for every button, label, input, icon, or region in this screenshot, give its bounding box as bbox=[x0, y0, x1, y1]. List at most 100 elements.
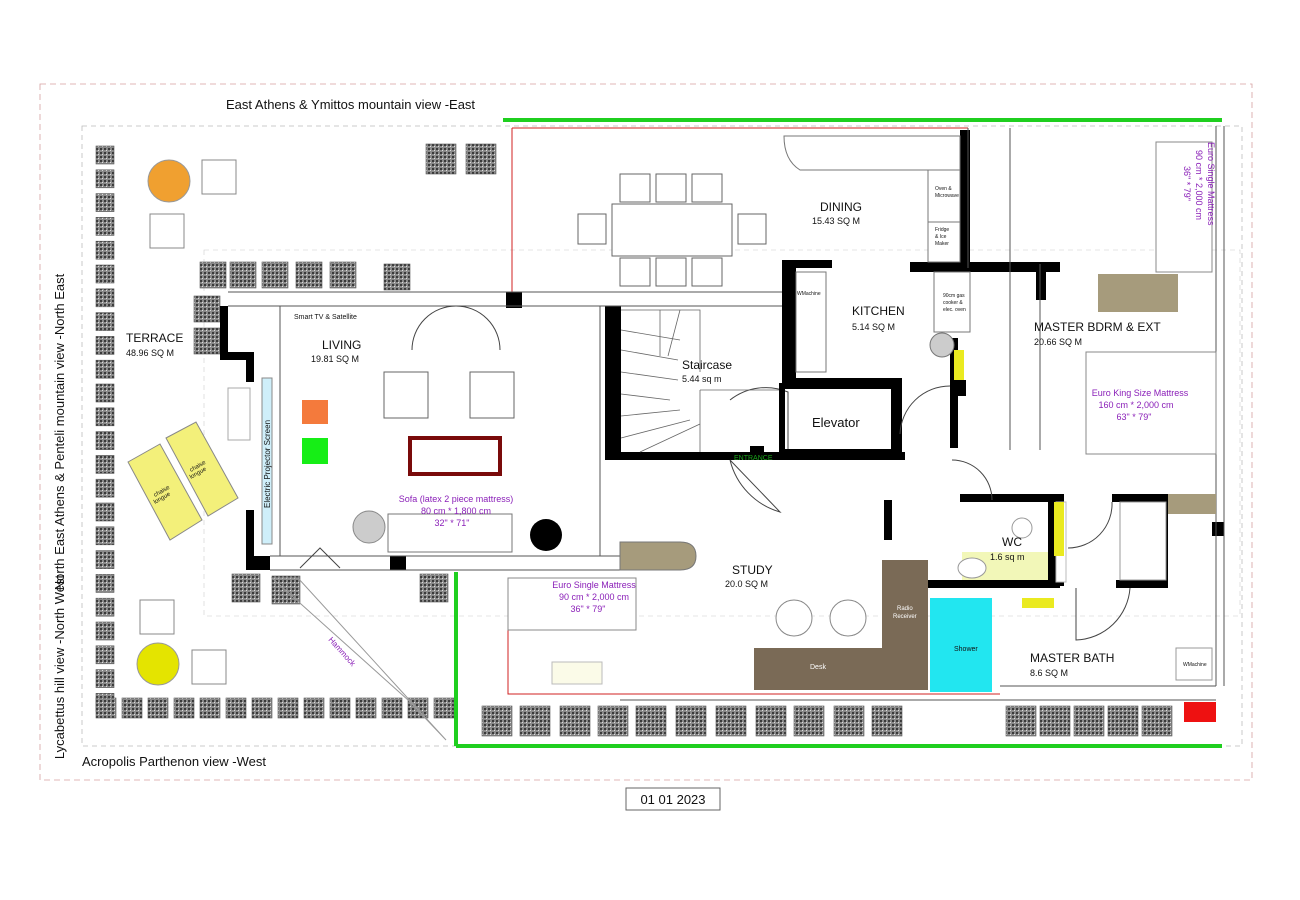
fridge-label-2: & Ice bbox=[935, 234, 947, 240]
room-elevator-name: Elevator bbox=[812, 415, 860, 430]
living-furniture bbox=[227, 371, 697, 571]
planter-pot bbox=[95, 359, 115, 379]
study-mattress-spec-1: Euro Single Mattress bbox=[552, 580, 636, 590]
planter-pot bbox=[231, 573, 261, 603]
planter-pot bbox=[481, 705, 513, 737]
view-east-label: East Athens & Ymittos mountain view -Eas… bbox=[226, 97, 475, 112]
planter-pot bbox=[383, 263, 411, 291]
planter-pot bbox=[407, 697, 429, 719]
study-mattress-spec-2: 90 cm * 2,000 cm bbox=[559, 592, 629, 602]
planter-pot bbox=[715, 705, 747, 737]
elevator-box bbox=[779, 383, 897, 455]
radio-label-1: Radio bbox=[897, 606, 913, 612]
planter-pot bbox=[381, 697, 403, 719]
planter-pot bbox=[277, 697, 299, 719]
room-living-name: LIVING bbox=[322, 338, 361, 352]
planter-pot bbox=[95, 550, 115, 569]
planter-pot bbox=[465, 143, 497, 175]
view-west-label: Acropolis Parthenon view -West bbox=[82, 754, 266, 769]
planter-pot bbox=[519, 705, 551, 737]
planter-pot bbox=[755, 705, 787, 737]
terrace-items bbox=[136, 159, 447, 741]
glass-railings bbox=[454, 118, 1222, 748]
planters-misc bbox=[193, 143, 497, 605]
planter-pot bbox=[95, 455, 115, 474]
planter-pot bbox=[121, 697, 143, 719]
king-mattress-spec-3: 63" * 79" bbox=[1117, 412, 1152, 422]
planter-pot bbox=[95, 597, 115, 617]
planter-pot bbox=[225, 697, 247, 719]
planter-pot bbox=[95, 431, 115, 450]
planter-pot bbox=[147, 697, 169, 719]
room-study-area: 20.0 SQ M bbox=[725, 579, 768, 589]
planter-pot bbox=[95, 145, 115, 165]
planter-pot bbox=[95, 336, 115, 355]
planter-pot bbox=[425, 143, 457, 175]
study-furniture bbox=[507, 560, 928, 690]
bedroom-furniture bbox=[1085, 141, 1217, 514]
planter-pot bbox=[95, 645, 115, 665]
planter-pot bbox=[675, 705, 707, 737]
top-mattress-spec-3: 36" * 79" bbox=[1182, 166, 1192, 201]
bath-fixtures bbox=[930, 350, 1216, 722]
room-dining-area: 15.43 SQ M bbox=[812, 216, 860, 226]
view-north-east-label: North East Athens & Penteli mountain vie… bbox=[52, 273, 67, 590]
planter-pot bbox=[251, 697, 273, 719]
room-staircase-area: 5.44 sq m bbox=[682, 374, 722, 384]
room-kitchen-name: KITCHEN bbox=[852, 304, 905, 318]
kitchen-wmachine-label: WMachine bbox=[797, 291, 821, 297]
planter-pot bbox=[295, 261, 323, 289]
date-label: 01 01 2023 bbox=[640, 792, 705, 807]
planter-pot bbox=[95, 240, 115, 260]
planter-pot bbox=[95, 288, 115, 308]
chaise-longues bbox=[127, 421, 239, 541]
planter-pot bbox=[1039, 705, 1071, 737]
planter-pot bbox=[559, 705, 591, 737]
planter-pot bbox=[1005, 705, 1037, 737]
planters-bottom bbox=[95, 697, 1173, 737]
room-kitchen-area: 5.14 SQ M bbox=[852, 322, 895, 332]
top-mattress-spec-2: 90 cm * 2,000 cm bbox=[1194, 150, 1204, 220]
shower-label: Shower bbox=[954, 646, 978, 653]
date-box bbox=[625, 787, 721, 811]
planter-pot bbox=[199, 261, 227, 289]
planter-pot bbox=[793, 705, 825, 737]
radio-label-2: Receiver bbox=[893, 614, 917, 620]
room-terrace-area: 48.96 SQ M bbox=[126, 348, 174, 358]
planter-pot bbox=[95, 669, 115, 688]
desk-label: Desk bbox=[810, 664, 826, 671]
cooker-label-3: elec. oven bbox=[943, 307, 966, 313]
door-swings bbox=[299, 305, 1131, 641]
room-study-name: STUDY bbox=[732, 563, 773, 577]
projector-label: Electric Projector Screen bbox=[263, 420, 272, 508]
planter-pot bbox=[329, 697, 351, 719]
room-master-bedroom-name: MASTER BDRM & EXT bbox=[1034, 320, 1161, 334]
king-mattress-spec-2: 160 cm * 2,000 cm bbox=[1098, 400, 1173, 410]
cooker-label-1: 90cm gas bbox=[943, 293, 965, 299]
planter-pot bbox=[95, 574, 115, 593]
room-wc-name: WC bbox=[1002, 535, 1022, 549]
roof-line bbox=[203, 249, 1241, 617]
planter-pot bbox=[597, 705, 629, 737]
room-dining-name: DINING bbox=[820, 200, 862, 214]
planter-pot bbox=[95, 407, 115, 427]
planter-pot bbox=[95, 478, 115, 498]
dining-set bbox=[577, 173, 767, 287]
room-living-area: 19.81 SQ M bbox=[311, 354, 359, 364]
planter-pot bbox=[635, 705, 667, 737]
cooker-label-2: cooker & bbox=[943, 300, 963, 306]
room-master-bath-name: MASTER BATH bbox=[1030, 651, 1114, 665]
planter-pot bbox=[95, 264, 115, 284]
view-north-west-label: Lycabettus hill view -North West bbox=[52, 574, 67, 759]
planters-left bbox=[95, 145, 115, 712]
room-master-bedroom-area: 20.66 SQ M bbox=[1034, 337, 1082, 347]
planter-pot bbox=[95, 383, 115, 403]
room-wc-area: 1.6 sq m bbox=[990, 552, 1025, 562]
planter-pot bbox=[1073, 705, 1105, 737]
planter-pot bbox=[95, 621, 115, 641]
planter-pot bbox=[95, 526, 115, 546]
entrance-label: ENTRANCE bbox=[734, 455, 773, 462]
planter-pot bbox=[193, 295, 221, 323]
sofa-spec-2: 80 cm * 1,800 cm bbox=[421, 506, 491, 516]
